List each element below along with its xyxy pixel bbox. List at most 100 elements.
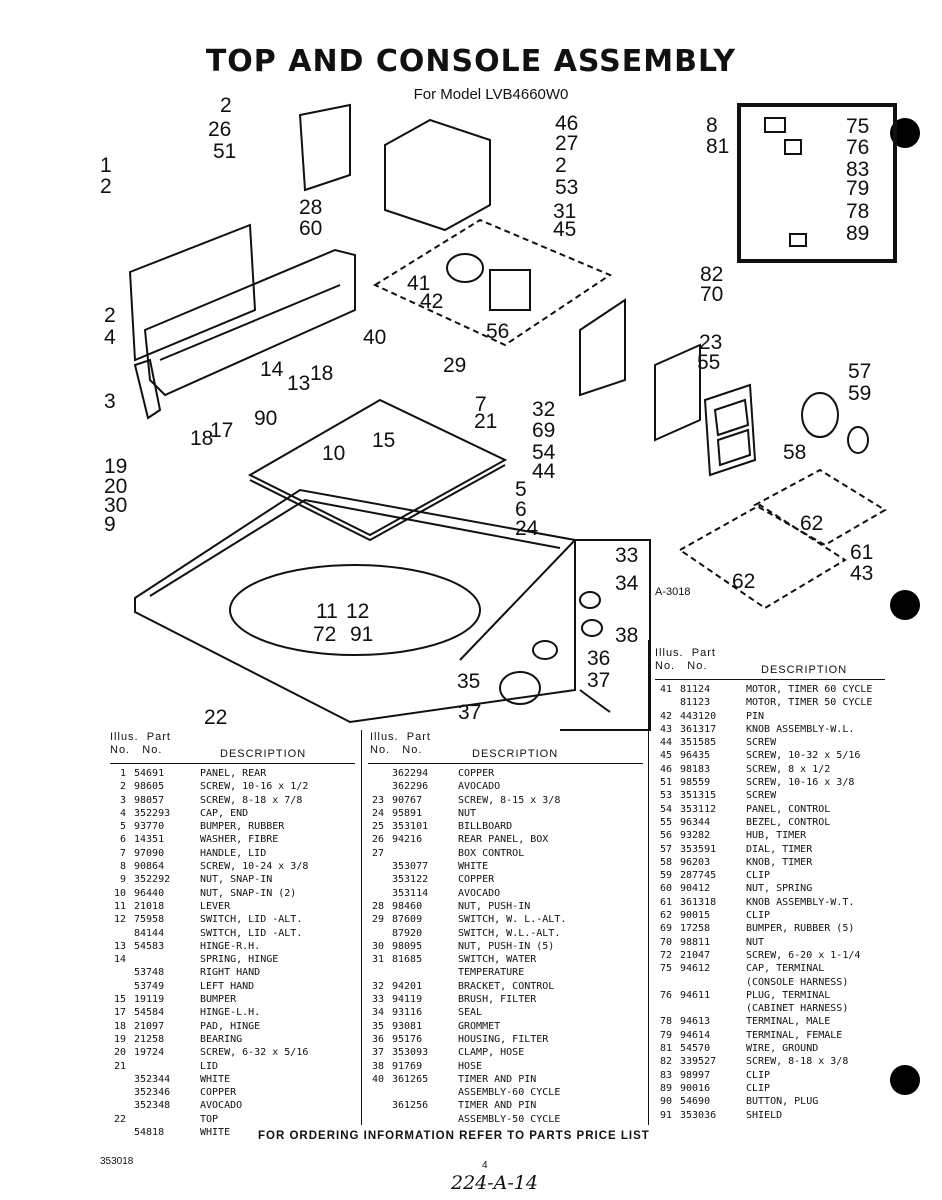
part-description: KNOB ASSEMBLY-W.L. [746,723,855,735]
part-number: 353122 [392,874,429,886]
part-description: DIAL, TIMER [746,843,813,855]
part-description: COPPER [200,1087,237,1099]
part-number [392,1086,458,1099]
illus-number: 57 [659,843,672,855]
illus-number: 89 [659,1082,672,1094]
binder-hole-2 [890,590,920,620]
col3-header-no1: No. [655,660,676,672]
part-number: 54691 [134,768,165,779]
illus-number: 90 [659,1096,672,1108]
part-description: NUT, SPRING [746,883,813,895]
callout-number: 1 [100,154,112,177]
callout-number: 13 [287,372,310,395]
col3-header-part: Part [691,647,716,659]
callout-number: 24 [515,517,539,540]
filter-housing [499,671,541,705]
page-number: 4 [482,1160,488,1171]
part-number: 90864 [134,861,165,873]
callout-number: 38 [615,624,638,647]
part-number: 21097 [134,1020,165,1032]
illus-number: 81 [659,1043,672,1055]
part-number: 361317 [680,723,717,735]
part-description: HUB, TIMER [746,830,807,842]
part-description: SCREW [746,790,777,802]
col2-header-desc: DESCRIPTION [472,748,559,760]
illus-number: 7 [119,847,126,859]
part-description: MOTOR, TIMER 60 CYCLE [746,684,873,695]
callout-number: 19 [104,455,127,478]
part-description: SCREW, 10-16 x 1/2 [200,781,309,793]
part-number: 87920 [392,927,423,939]
part-number: 94612 [680,963,711,975]
part-number: 81685 [392,954,423,966]
part-description: GROMMET [458,1020,501,1032]
knob-group-2 [752,468,887,547]
illus-number: 83 [659,1069,672,1081]
part-description: CLAMP, HOSE [458,1047,525,1059]
part-number: 362296 [392,781,429,793]
callout-number: 33 [615,544,638,567]
illus-number: 23 [371,794,384,806]
binder-hole-3 [890,1065,920,1095]
illus-number: 10 [113,887,126,899]
callout-number: 89 [846,222,869,245]
part-description: SCREW, 6-20 x 1-1/4 [746,949,861,961]
rear-panel [128,223,257,362]
part-number [134,1060,200,1073]
illus-number: 33 [371,994,384,1006]
part-description: TOP [200,1113,219,1125]
callout-number: 6 [515,498,527,521]
box-rear-panel [298,103,351,192]
part-description: BEZEL, CONTROL [746,816,831,828]
illus-number: 24 [371,807,384,819]
col1-header-no2: No. [142,744,163,756]
part-description: LID [200,1060,219,1072]
illus-number: 69 [659,923,672,935]
part-number: 353036 [680,1109,717,1121]
part-number: 361265 [392,1073,429,1085]
part-number: 94201 [392,980,423,992]
part-description: TERMINAL, FEMALE [746,1029,843,1041]
part-description: BUTTON, PLUG [746,1096,819,1108]
col-divider-1 [361,730,362,1125]
callout-number: 34 [615,572,639,595]
col-divider-2 [648,640,649,1125]
callout-number: 29 [443,354,466,377]
callout-number: 75 [846,115,869,138]
illus-number: 15 [113,994,126,1006]
illus-number: 51 [659,777,672,789]
callout-number: 14 [260,358,284,381]
callout-number: 60 [299,217,322,240]
illus-number: 91 [659,1109,672,1121]
part-description: HANDLE, LID [200,847,267,859]
lid [247,398,508,537]
illus-number: 36 [371,1033,384,1045]
part-description: NUT, PUSH-IN (5) [458,940,555,952]
part-description: WASHER, FIBRE [200,834,279,846]
grommet [532,640,558,660]
callout-number: 12 [346,600,369,623]
part-description: SWITCH, W. L.-ALT. [458,914,567,926]
illus-number: 40 [371,1073,384,1085]
callout-number: 41 [407,272,430,295]
